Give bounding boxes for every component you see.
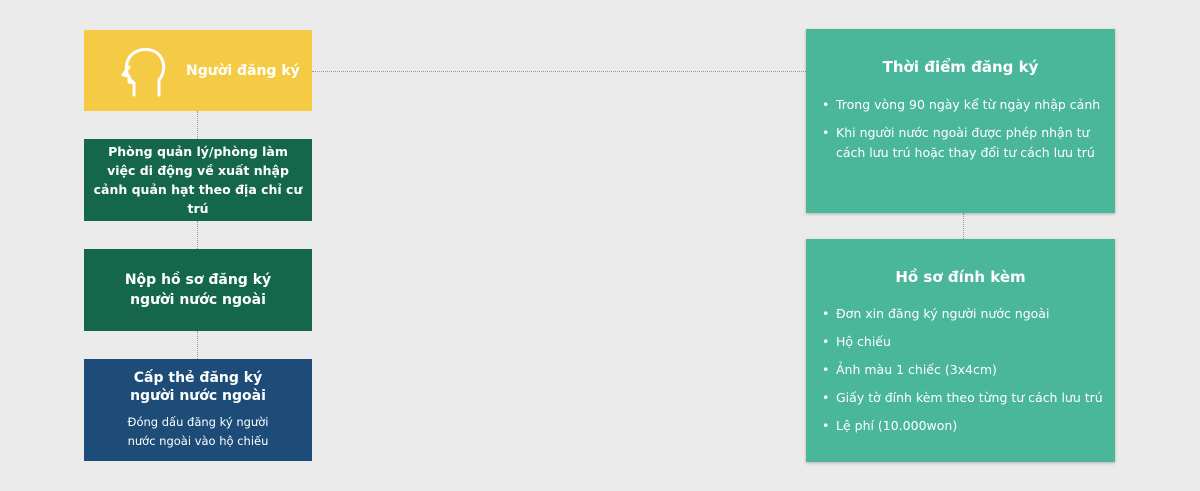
- list-item: Đơn xin đăng ký người nước ngoài: [822, 305, 1107, 323]
- connector-office-submit: [197, 221, 198, 249]
- submit-box: Nộp hồ sơ đăng ký người nước ngoài: [84, 249, 312, 331]
- connector-time-docs: [963, 213, 964, 239]
- list-item: Giấy tờ đính kèm theo từng tư cách lưu t…: [822, 389, 1107, 407]
- issue-title: Cấp thẻ đăng ký người nước ngoài: [130, 370, 266, 404]
- connector-submit-issue: [197, 331, 198, 359]
- issue-note: Đóng dấu đăng ký người nước ngoài vào hộ…: [127, 415, 269, 448]
- attached-documents-title: Hồ sơ đính kèm: [895, 268, 1026, 286]
- list-item: Khi người nước ngoài được phép nhận tư c…: [822, 123, 1107, 163]
- list-item: Trong vòng 90 ngày kể từ ngày nhập cảnh: [822, 95, 1107, 115]
- registration-time-panel: Thời điểm đăng ký Trong vòng 90 ngày kể …: [806, 29, 1115, 213]
- submit-label: Nộp hồ sơ đăng ký người nước ngoài: [124, 272, 272, 308]
- connector-applicant-time: [312, 71, 806, 72]
- office-label: Phòng quản lý/phòng làm việc di động về …: [93, 144, 303, 216]
- applicant-label: Người đăng ký: [186, 62, 300, 79]
- applicant-box: Người đăng ký: [84, 30, 312, 111]
- issue-card-box: Cấp thẻ đăng ký người nước ngoài Đóng dấ…: [84, 359, 312, 461]
- list-item: Lệ phí (10.000won): [822, 417, 1107, 435]
- registration-time-title: Thời điểm đăng ký: [882, 58, 1039, 76]
- office-box: Phòng quản lý/phòng làm việc di động về …: [84, 139, 312, 221]
- attached-documents-list: Đơn xin đăng ký người nước ngoài Hộ chiế…: [806, 305, 1115, 435]
- attached-documents-panel: Hồ sơ đính kèm Đơn xin đăng ký người nướ…: [806, 239, 1115, 462]
- list-item: Hộ chiếu: [822, 333, 1107, 351]
- list-item: Ảnh màu 1 chiếc (3x4cm): [822, 361, 1107, 379]
- connector-applicant-office: [197, 111, 198, 139]
- person-head-icon: [121, 47, 166, 96]
- registration-time-list: Trong vòng 90 ngày kể từ ngày nhập cảnh …: [806, 95, 1115, 163]
